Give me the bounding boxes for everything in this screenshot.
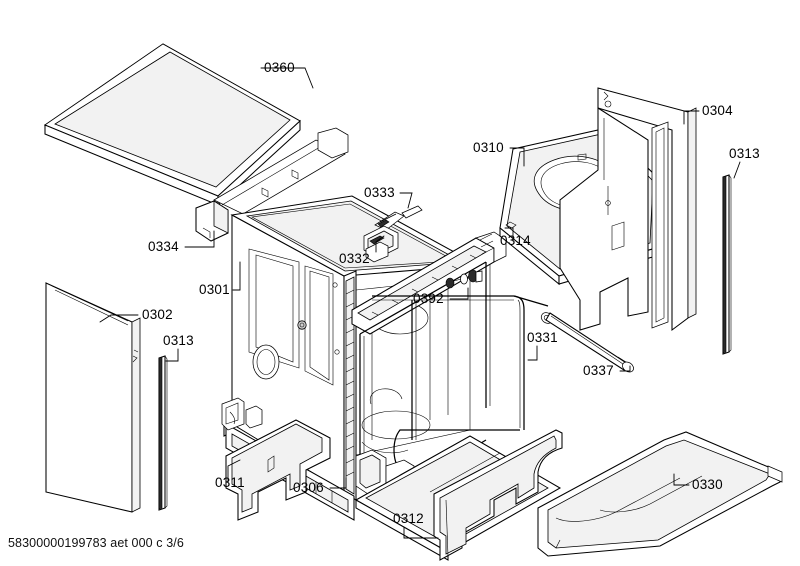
part-latch-lever-0333 xyxy=(374,205,423,231)
part-number-labels: 0360 0334 0301 0302 0313 0333 0332 0392 0310 0314… xyxy=(142,60,760,526)
part-number-top-cover-plate: 0310 xyxy=(473,140,504,155)
part-right-side-cover-0304 xyxy=(559,87,697,332)
part-left-side-panel-0302 xyxy=(45,282,141,513)
part-tension-rod-0337 xyxy=(540,312,634,373)
part-number-lower-front-panel: 0312 xyxy=(393,511,424,526)
part-worktop-0360 xyxy=(43,43,301,207)
part-sealing-strip-right-0313 xyxy=(722,174,732,355)
part-number-side-sealing-strip-right: 0313 xyxy=(729,146,760,161)
footer-document-code: 58300000199783 aet 000 c 3/6 xyxy=(8,536,184,550)
part-number-fastener-set: 0392 xyxy=(413,291,444,306)
part-base-trim-0330 xyxy=(537,431,783,557)
part-sealing-strip-left-0313 xyxy=(158,355,168,511)
part-number-base-frame: 0306 xyxy=(293,480,324,495)
part-corner-bracket-0334 xyxy=(195,200,229,242)
part-number-corner-bracket: 0334 xyxy=(148,239,179,254)
part-number-front-frame-rail: 0314 xyxy=(500,233,531,248)
part-number-left-side-panel: 0302 xyxy=(142,307,173,322)
part-number-door-lock-unit: 0332 xyxy=(339,251,370,266)
part-plinth-block-0311 xyxy=(225,419,331,521)
part-number-support-frame: 0331 xyxy=(527,330,558,345)
part-lower-front-panel-0312 xyxy=(433,429,563,561)
top-frame-rail xyxy=(213,127,349,215)
part-number-worktop-panel: 0360 xyxy=(264,60,295,75)
part-number-inner-tub-assembly: 0301 xyxy=(199,282,230,297)
leader-lines xyxy=(99,67,741,539)
part-number-right-side-cover: 0304 xyxy=(702,103,733,118)
part-number-tension-rod: 0337 xyxy=(583,363,614,378)
part-fasteners-0392 xyxy=(445,269,483,289)
part-number-base-plinth-block: 0311 xyxy=(215,475,245,490)
part-front-frame-0314 xyxy=(351,231,507,487)
part-number-latch-lever: 0333 xyxy=(364,185,395,200)
part-number-base-trim-cover: 0330 xyxy=(692,477,723,492)
part-support-frame-0331 xyxy=(372,295,549,520)
part-door-lock-0332 xyxy=(363,225,399,263)
part-number-side-sealing-strip-left: 0313 xyxy=(163,333,194,348)
